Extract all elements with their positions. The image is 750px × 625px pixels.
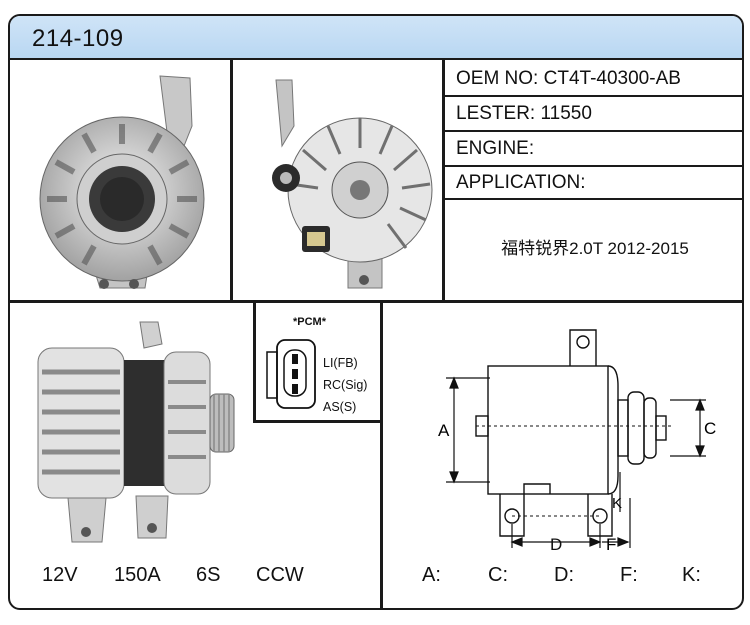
lester-label: LESTER: bbox=[456, 103, 541, 124]
engine-label: ENGINE: bbox=[456, 138, 535, 159]
oem-value: CT4T-40300-AB bbox=[543, 68, 681, 89]
divider bbox=[444, 198, 742, 200]
dimension-drawing: A C D F K bbox=[438, 329, 716, 554]
spec-voltage: 12V bbox=[42, 564, 78, 586]
lester-value: 11550 bbox=[540, 103, 592, 124]
divider bbox=[253, 300, 256, 422]
connector-pin-label: RC(Sig) bbox=[323, 378, 368, 392]
header-bar: 214-109 bbox=[10, 16, 742, 60]
dim-value-a: A: bbox=[422, 564, 441, 586]
application-label: APPLICATION: bbox=[456, 172, 586, 193]
divider bbox=[444, 165, 742, 167]
divider bbox=[10, 300, 742, 303]
connector-title: *PCM* bbox=[293, 316, 327, 328]
engine-row: ENGINE: bbox=[446, 138, 742, 160]
divider bbox=[380, 300, 383, 608]
dim-label-d: D bbox=[550, 535, 562, 554]
dim-label-a: A bbox=[438, 421, 450, 440]
divider bbox=[253, 420, 381, 423]
application-row: APPLICATION: bbox=[446, 172, 742, 194]
lester-row: LESTER: 11550 bbox=[446, 103, 742, 125]
dim-value-c: C: bbox=[488, 564, 508, 586]
dim-label-f: F bbox=[606, 535, 616, 554]
spec-rotation: CCW bbox=[256, 564, 304, 586]
alternator-rear-photo bbox=[39, 75, 205, 289]
oem-row: OEM NO: CT4T-40300-AB bbox=[446, 68, 742, 90]
divider bbox=[444, 130, 742, 132]
connector-plug-icon bbox=[266, 339, 316, 409]
application-value: 福特锐界2.0T 2012-2015 bbox=[501, 239, 689, 258]
spec-grooves: 6S bbox=[196, 564, 221, 586]
divider bbox=[442, 60, 445, 300]
alternator-side-photo bbox=[37, 321, 235, 543]
dim-label-c: C bbox=[704, 419, 716, 438]
connector-pin-label: AS(S) bbox=[323, 400, 357, 414]
spec-sheet: 214-109 OEM NO: CT4T-40300-AB LESTER: 11… bbox=[8, 14, 744, 610]
dim-value-k: K: bbox=[682, 564, 701, 586]
part-number: 214-109 bbox=[32, 25, 124, 52]
dim-value-d: D: bbox=[554, 564, 574, 586]
divider bbox=[230, 60, 233, 300]
dim-value-f: F: bbox=[620, 564, 638, 586]
connector-pin-label: LI(FB) bbox=[323, 356, 358, 370]
divider bbox=[444, 95, 742, 97]
dim-label-k: K bbox=[612, 495, 622, 512]
connector-diagram: *PCM* LI(FB) RC(Sig) AS(S) bbox=[253, 300, 380, 422]
spec-current: 150A bbox=[114, 564, 161, 586]
oem-label: OEM NO: bbox=[456, 68, 544, 89]
alternator-fan-photo bbox=[272, 79, 433, 289]
